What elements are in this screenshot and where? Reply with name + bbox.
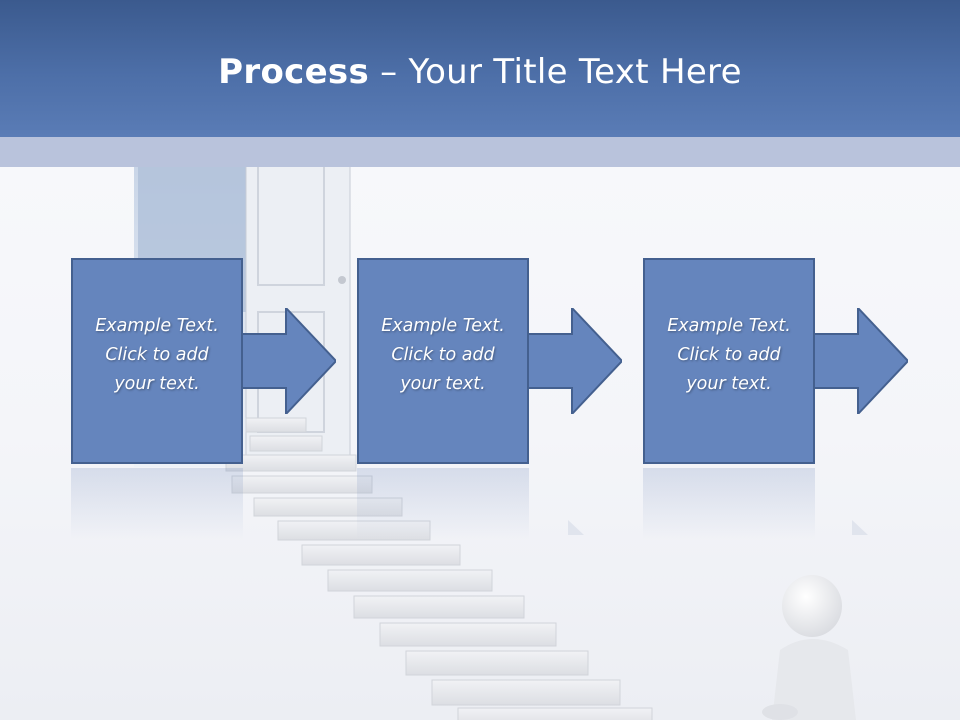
step-1-box[interactable]	[71, 258, 243, 464]
title-rest-text: Your Title Text Here	[408, 52, 742, 92]
step-2-line-2: Click to add	[391, 345, 495, 365]
step-2-text[interactable]: Example Text. Click to add your text.	[357, 312, 529, 399]
step-3-line-2: Click to add	[677, 345, 781, 365]
step-3-arrow-icon	[812, 308, 908, 414]
step-1-line-1: Example Text.	[95, 316, 219, 336]
step-2-line-1: Example Text.	[381, 316, 505, 336]
step-3-reflection	[643, 468, 815, 540]
title-separator: –	[369, 52, 409, 92]
step-1-text[interactable]: Example Text. Click to add your text.	[71, 312, 243, 399]
staircase	[225, 417, 653, 720]
step-2-arrow-icon	[526, 308, 622, 414]
step-2-line-3: your text.	[400, 374, 486, 394]
step-3-text[interactable]: Example Text. Click to add your text.	[643, 312, 815, 399]
step-3-line-3: your text.	[686, 374, 772, 394]
title-underline-band	[0, 137, 960, 167]
figure	[762, 575, 856, 720]
step-1-line-3: your text.	[114, 374, 200, 394]
slide-title[interactable]: Process – Your Title Text Here	[0, 52, 960, 92]
step-1-reflection	[71, 468, 243, 540]
door-knob	[338, 276, 346, 284]
step-3-line-1: Example Text.	[667, 316, 791, 336]
step-1-arrow-icon	[240, 308, 336, 414]
step-2-box[interactable]	[357, 258, 529, 464]
title-bar	[0, 0, 960, 137]
step-1-line-2: Click to add	[105, 345, 209, 365]
title-bold-text: Process	[218, 52, 370, 92]
step-2-reflection	[357, 468, 529, 540]
step-3-box[interactable]	[643, 258, 815, 464]
